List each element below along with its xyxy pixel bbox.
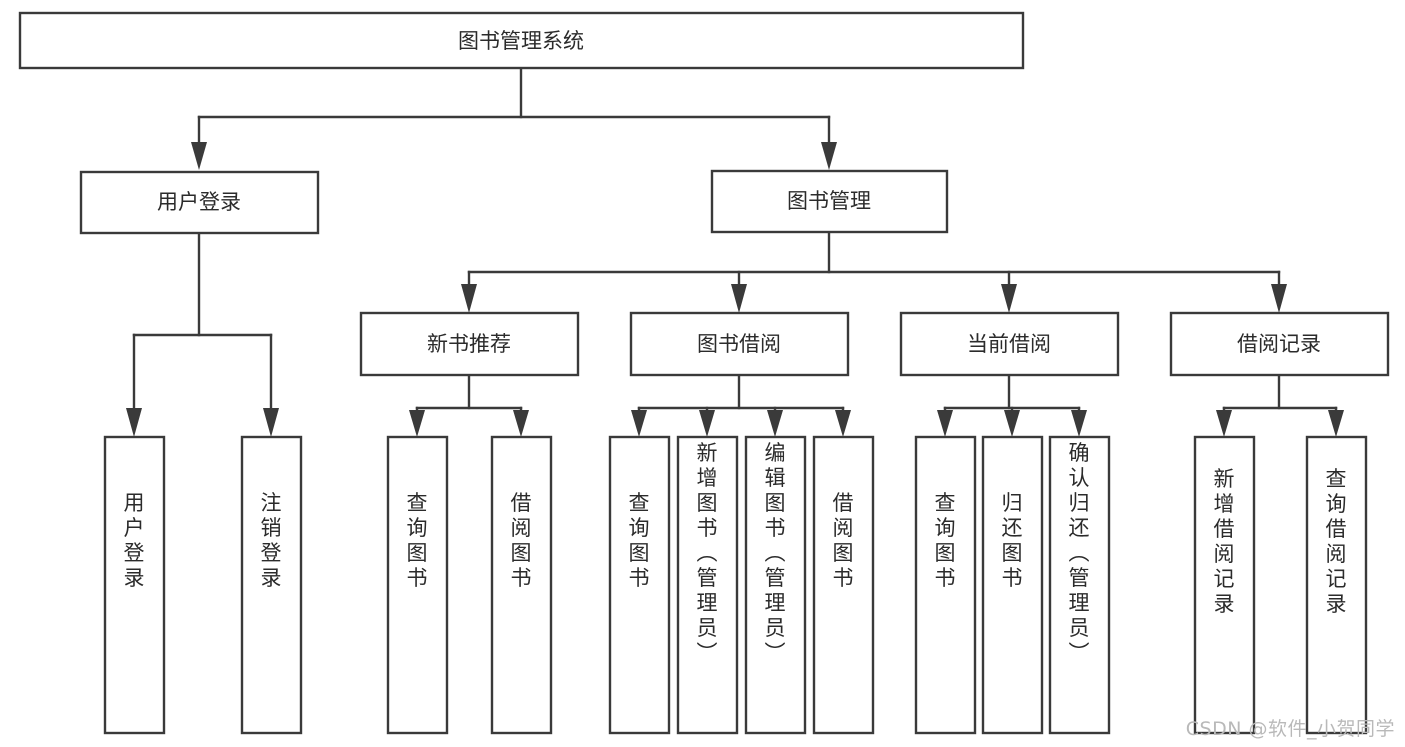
arrowhead-leaf-add-book [699, 410, 715, 437]
node-leaf-borrow-book-1[interactable]: 借阅图书 [490, 435, 553, 735]
arrowhead-current-borrow [1001, 284, 1017, 313]
node-new-book-rec[interactable]: 新书推荐 [359, 311, 580, 377]
node-leaf-query-book-3-box[interactable] [914, 435, 977, 735]
node-leaf-query-record-label: 查询借阅记录 [1326, 467, 1347, 616]
node-leaf-user-login[interactable]: 用户登录 [103, 435, 166, 735]
node-leaf-user-login-box[interactable] [103, 435, 166, 735]
node-leaf-query-book-3-label: 查询图书 [935, 491, 956, 590]
node-leaf-borrow-book-2[interactable]: 借阅图书 [812, 435, 875, 735]
node-leaf-add-book-box[interactable] [676, 435, 739, 735]
node-leaf-query-record[interactable]: 查询借阅记录 [1305, 435, 1368, 735]
node-book-manage-box[interactable] [710, 169, 949, 234]
node-leaf-borrow-book-1-label: 借阅图书 [511, 491, 532, 590]
node-leaf-query-book-1-box[interactable] [386, 435, 449, 735]
node-leaf-logout-login-box[interactable] [240, 435, 303, 735]
node-root-system[interactable]: 图书管理系统 [18, 11, 1025, 70]
node-current-borrow-box[interactable] [899, 311, 1120, 377]
node-book-borrow-box[interactable] [629, 311, 850, 377]
node-borrow-record-box[interactable] [1169, 311, 1390, 377]
node-leaf-add-record-box[interactable] [1193, 435, 1256, 735]
node-new-book-rec-box[interactable] [359, 311, 580, 377]
arrowhead-leaf-query-book-3 [937, 410, 953, 437]
arrowhead-user-login [191, 142, 207, 170]
arrowhead-leaf-query-book-1 [409, 410, 425, 437]
node-leaf-return-book-box[interactable] [981, 435, 1044, 735]
arrowhead-leaf-query-book-2 [631, 410, 647, 437]
node-leaf-user-login-label: 用户登录 [124, 491, 145, 590]
node-user-login[interactable]: 用户登录 [79, 170, 320, 235]
node-leaf-add-record[interactable]: 新增借阅记录 [1193, 435, 1256, 735]
node-leaf-add-book-label: 新增图书︵管理员︶ [697, 441, 718, 665]
node-borrow-record[interactable]: 借阅记录 [1169, 311, 1390, 377]
node-leaf-logout-login-label: 注销登录 [261, 491, 282, 590]
node-leaf-add-record-label: 新增借阅记录 [1214, 467, 1235, 616]
node-leaf-query-book-3[interactable]: 查询图书 [914, 435, 977, 735]
node-leaf-borrow-book-1-box[interactable] [490, 435, 553, 735]
arrowhead-leaf-return-book [1004, 410, 1020, 437]
arrowhead-new-book-rec [461, 284, 477, 313]
node-book-manage[interactable]: 图书管理 [710, 169, 949, 234]
node-leaf-borrow-book-2-box[interactable] [812, 435, 875, 735]
node-leaf-return-book-label: 归还图书 [1002, 491, 1023, 590]
arrowhead-leaf-edit-book [767, 410, 783, 437]
node-book-borrow-label: 图书借阅 [697, 332, 781, 356]
node-book-borrow[interactable]: 图书借阅 [629, 311, 850, 377]
node-root-system-box[interactable] [18, 11, 1025, 70]
node-leaf-edit-book-box[interactable] [744, 435, 807, 735]
node-user-login-box[interactable] [79, 170, 320, 235]
node-leaf-add-book[interactable]: 新增图书︵管理员︶ [676, 435, 739, 735]
arrowhead-leaf-confirm-return [1071, 410, 1087, 437]
node-leaf-confirm-return-box[interactable] [1048, 435, 1111, 735]
arrowhead-leaf-add-record [1216, 410, 1232, 437]
node-leaf-logout-login[interactable]: 注销登录 [240, 435, 303, 735]
node-leaf-query-record-box[interactable] [1305, 435, 1368, 735]
node-leaf-query-book-1-label: 查询图书 [407, 491, 428, 590]
node-leaf-query-book-2-label: 查询图书 [629, 491, 650, 590]
arrowhead-leaf-borrow-book-1 [513, 410, 529, 437]
arrowhead-leaf-query-record [1328, 410, 1344, 437]
leaf-nodes-layer: 用户登录 注销登录 查询图书 借阅图书 查询图书 新增图书︵管理员︶ [103, 435, 1368, 735]
arrowhead-book-manage [821, 142, 837, 170]
node-leaf-query-book-2-box[interactable] [608, 435, 671, 735]
node-user-login-label: 用户登录 [157, 190, 241, 214]
node-current-borrow-label: 当前借阅 [967, 332, 1051, 356]
node-leaf-edit-book[interactable]: 编辑图书︵管理员︶ [744, 435, 807, 735]
node-leaf-query-book-2[interactable]: 查询图书 [608, 435, 671, 735]
arrowhead-book-borrow [731, 284, 747, 313]
node-leaf-confirm-return[interactable]: 确认归还︵管理员︶ [1048, 435, 1111, 735]
node-book-manage-label: 图书管理 [787, 189, 871, 213]
node-leaf-borrow-book-2-label: 借阅图书 [833, 491, 854, 590]
node-new-book-rec-label: 新书推荐 [427, 332, 511, 356]
node-leaf-edit-book-label: 编辑图书︵管理员︶ [765, 441, 786, 665]
node-leaf-confirm-return-label: 确认归还︵管理员︶ [1069, 441, 1090, 665]
node-borrow-record-label: 借阅记录 [1237, 332, 1321, 356]
node-root-system-label: 图书管理系统 [458, 29, 584, 53]
node-leaf-query-book-1[interactable]: 查询图书 [386, 435, 449, 735]
arrowhead-borrow-record [1271, 284, 1287, 313]
arrowhead-leaf-user-login [126, 408, 142, 437]
node-leaf-return-book[interactable]: 归还图书 [981, 435, 1044, 735]
csdn-watermark: CSDN @软件_小贺同学 [1185, 718, 1395, 740]
connector-layer [126, 66, 1344, 437]
node-current-borrow[interactable]: 当前借阅 [899, 311, 1120, 377]
arrowhead-leaf-logout-login [263, 408, 279, 437]
arrowhead-leaf-borrow-book-2 [835, 410, 851, 437]
